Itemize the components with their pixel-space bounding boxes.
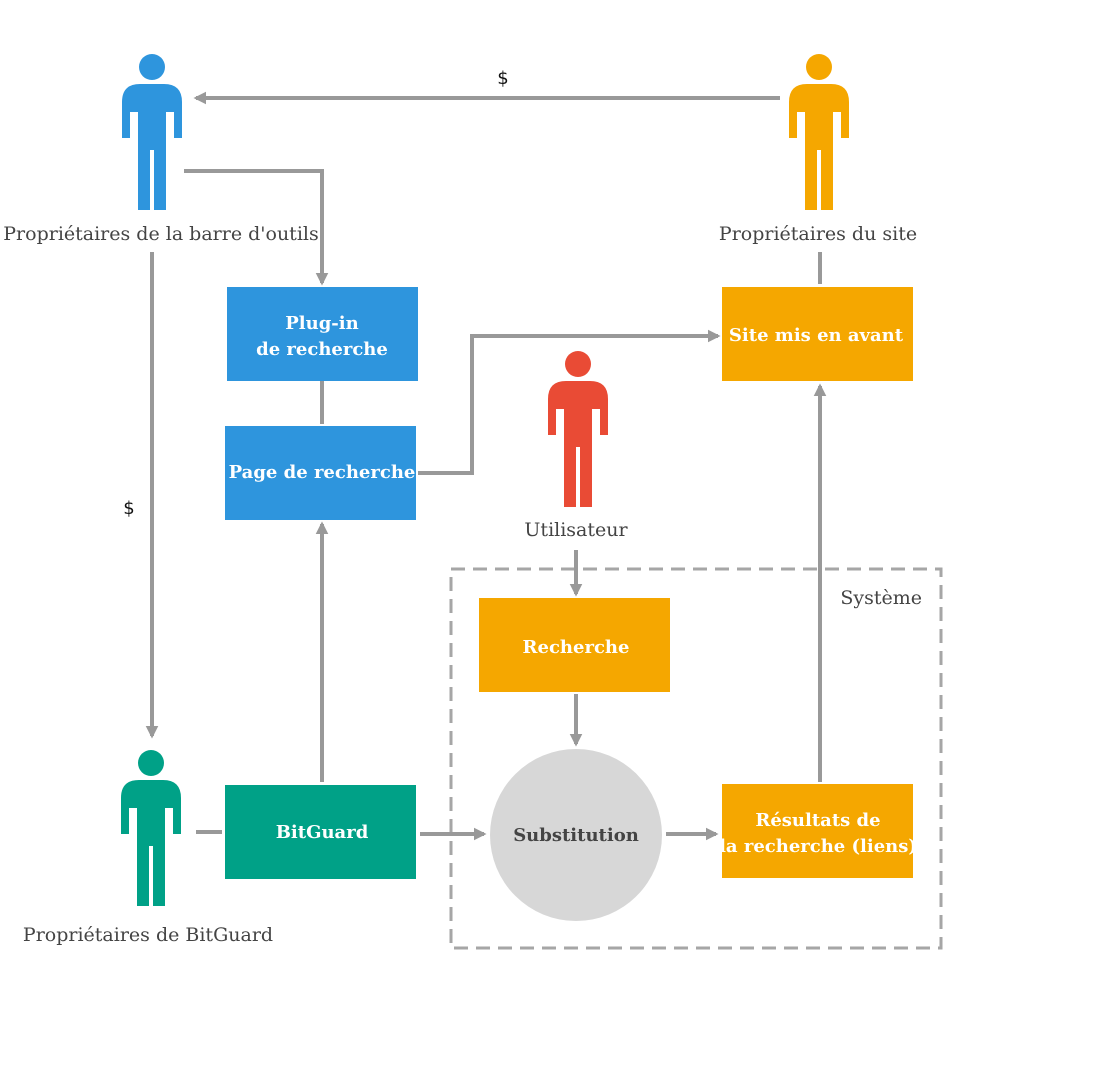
bitguard-label: BitGuard [276,822,369,843]
user-icon [548,351,608,507]
site-owners-icon [789,54,849,210]
promoted-site-box: Site mis en avant [722,287,913,381]
toolbar-owners-icon [122,54,182,210]
promoted-site-label: Site mis en avant [729,325,904,346]
arrow-toolbar-owners-to-plugin [184,169,329,286]
site-owners-label: Propriétaires du site [719,223,917,245]
connectors [145,91,827,841]
person-icon [122,54,182,210]
search-results-box: Résultats de la recherche (liens) [719,784,917,878]
toolbar-owners-label: Propriétaires de la barre d'outils [3,223,318,245]
system-boundary [449,567,943,950]
search-page-box: Page de recherche [225,426,416,520]
substitution-node: Substitution [490,749,662,921]
search-results-line2: la recherche (liens) [719,836,917,857]
substitution-label: Substitution [513,825,639,846]
user-label: Utilisateur [524,519,628,541]
bitguard-owners-icon [121,750,181,906]
search-results-line1: Résultats de [755,810,880,831]
bitguard-owners-label: Propriétaires de BitGuard [23,924,273,946]
person-icon [121,750,181,906]
person-icon [789,54,849,210]
search-plugin-line1: Plug-in [285,313,358,334]
money-label-left: $ [123,498,134,519]
money-label-top: $ [497,68,508,89]
bitguard-box: BitGuard [225,785,416,879]
search-page-label: Page de recherche [229,462,416,483]
search-plugin-line2: de recherche [256,339,388,360]
search-box: Recherche [479,598,670,692]
system-label: Système [840,587,922,609]
arrow-page-to-promoted-site [418,329,721,475]
search-label: Recherche [523,637,630,658]
search-plugin-box: Plug-in de recherche [227,287,418,381]
person-icon [548,351,608,507]
